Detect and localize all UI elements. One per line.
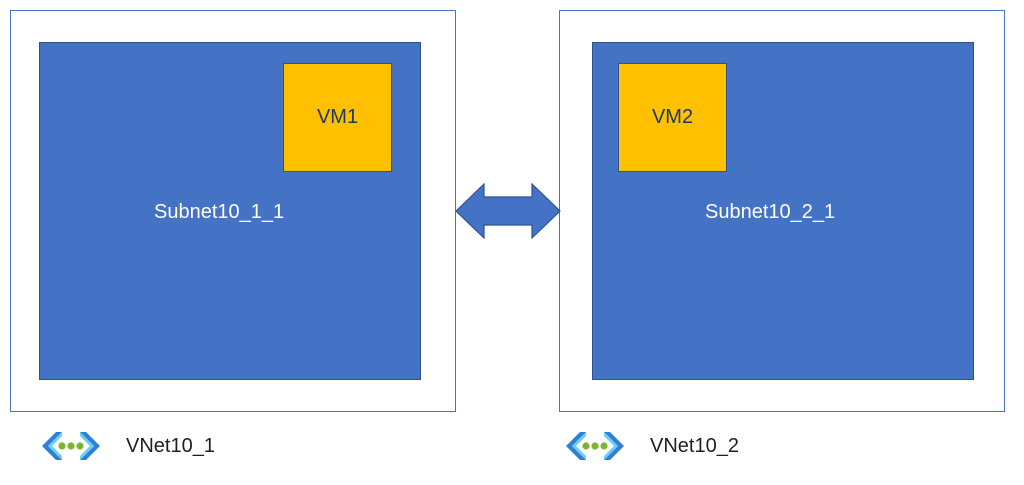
vm-left-label: VM1	[316, 106, 359, 128]
virtual-network-icon	[566, 432, 624, 460]
virtual-network-icon	[42, 432, 100, 460]
subnet-right: VM2 Subnet10_2_1	[592, 42, 974, 380]
vnet-right-name: VNet10_2	[650, 434, 739, 457]
vnet-left-caption: VNet10_1	[38, 426, 215, 466]
double-headed-arrow-icon	[455, 182, 561, 240]
vm-right-label: VM2	[651, 106, 694, 128]
vnet-container-right: VM2 Subnet10_2_1	[559, 10, 1005, 412]
vnet-right-caption: VNet10_2	[562, 426, 739, 466]
vnet-left-name: VNet10_1	[126, 434, 215, 457]
vm-right: VM2	[618, 63, 727, 172]
vnet-container-left: VM1 Subnet10_1_1	[10, 10, 456, 412]
subnet-left: VM1 Subnet10_1_1	[39, 42, 421, 380]
subnet-right-label: Subnet10_2_1	[705, 201, 836, 223]
subnet-left-label: Subnet10_1_1	[154, 201, 285, 223]
vm-left: VM1	[283, 63, 392, 172]
arrow-shape	[455, 182, 561, 240]
